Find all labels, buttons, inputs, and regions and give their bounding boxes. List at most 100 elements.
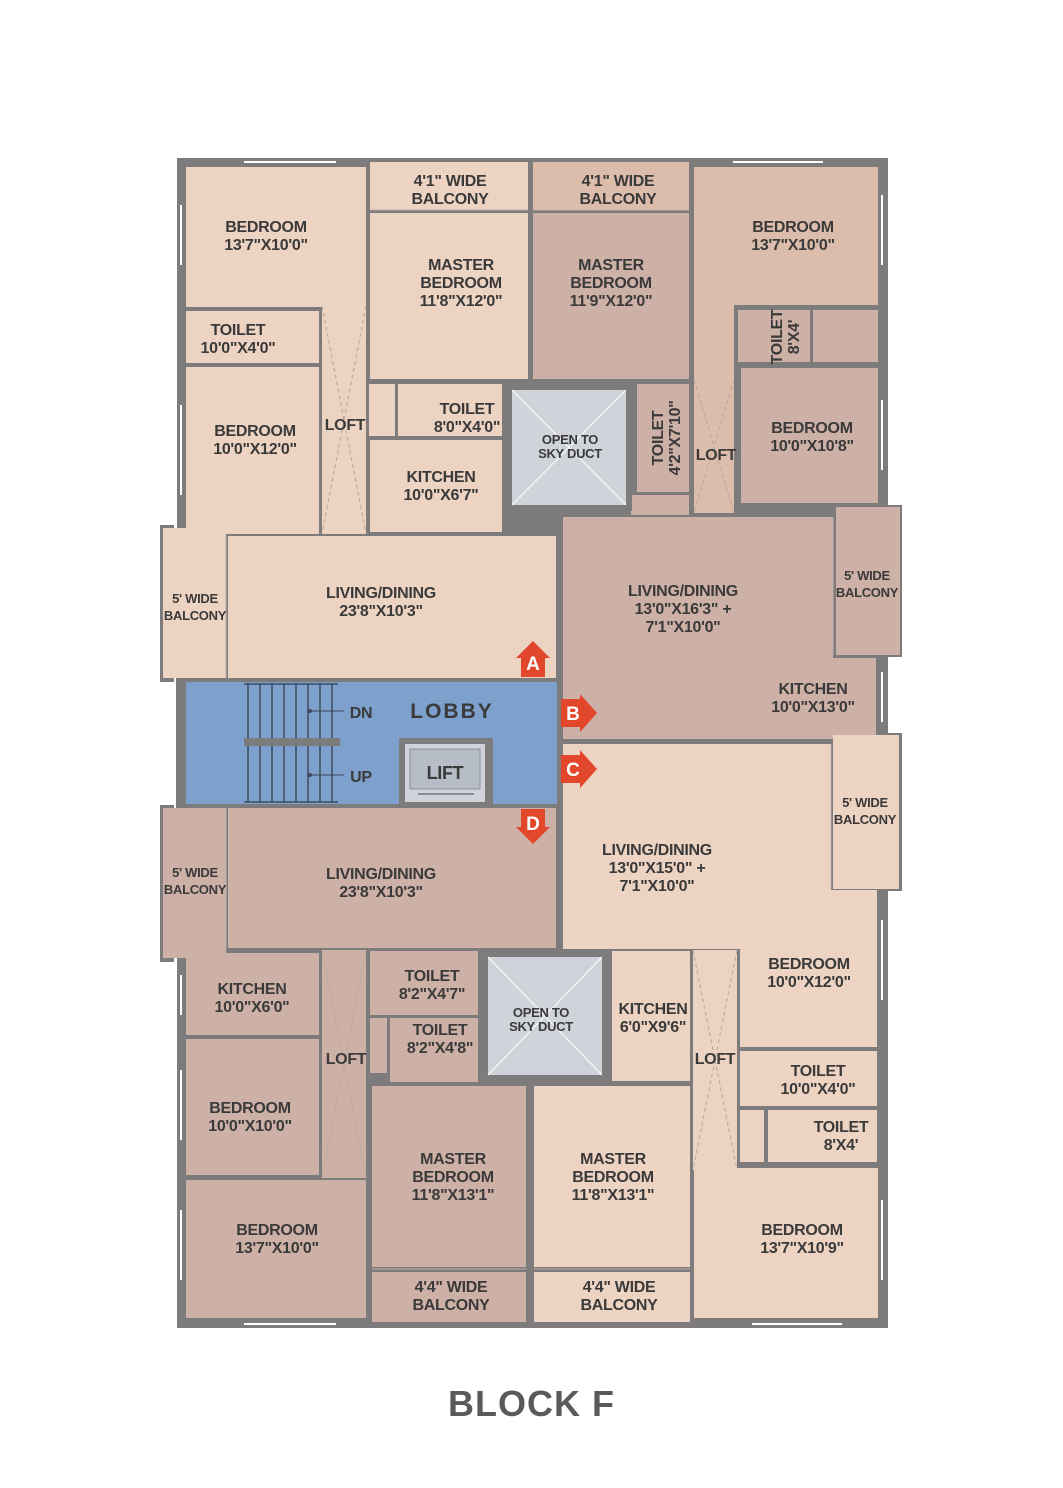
room-tl-balcony — [370, 162, 528, 210]
room-tl-bedroom — [186, 167, 366, 307]
loft-cross-lines — [321, 305, 738, 1179]
stair-up-label: UP — [350, 769, 372, 786]
room-tl-passage — [369, 384, 395, 436]
room-tr-passage — [694, 305, 734, 513]
room-bl-master — [372, 1086, 526, 1267]
room-mr-balcony-bottom — [833, 735, 899, 889]
room-label-bl-loft: LOFT — [326, 1051, 367, 1068]
room-bl-closet — [370, 1018, 387, 1073]
room-br-kitchen — [612, 951, 690, 1081]
room-tl-toilet2 — [398, 384, 502, 436]
room-br-toilet1 — [740, 1051, 877, 1106]
block-title: BLOCK F — [448, 1383, 615, 1424]
lobby-area — [176, 678, 563, 808]
lobby-label: LOBBY — [410, 700, 494, 723]
room-ml-living-bottom — [228, 808, 556, 948]
marker-a-label: A — [526, 654, 540, 675]
room-tl-kitchen — [370, 440, 502, 532]
room-tr-toilet2 — [637, 384, 689, 492]
marker-c-label: C — [566, 760, 580, 781]
room-ml-living-top — [228, 536, 556, 678]
room-br-bedroom1 — [740, 890, 877, 1047]
room-bl-bedroom2 — [186, 1180, 366, 1318]
room-bl-balcony — [372, 1272, 526, 1322]
entry-markers: A B C D — [516, 641, 597, 844]
room-tr-master — [533, 213, 689, 379]
room-tr-closet — [813, 310, 878, 362]
room-tl-toilet — [186, 311, 319, 363]
lift-label: LIFT — [427, 763, 464, 783]
marker-d-label: D — [526, 814, 540, 835]
room-bl-bedroom1 — [186, 1039, 319, 1175]
room-ml-balcony-bottom — [163, 808, 226, 958]
room-tr-bedroom — [694, 167, 878, 305]
room-tr-balcony — [533, 162, 689, 210]
room-br-toilet2 — [768, 1110, 877, 1162]
bottom-sky-duct — [481, 951, 609, 1082]
thin-partitions — [225, 209, 834, 1270]
room-mr-kitchen — [740, 658, 876, 738]
room-bl-kitchen — [186, 953, 319, 1035]
marker-a: A — [516, 641, 550, 677]
room-label-tl-loft: LOFT — [325, 417, 366, 434]
room-tr-bedroom2 — [741, 368, 878, 503]
stair-down-label: DN — [350, 705, 373, 722]
room-tr-duct-gap — [631, 495, 689, 515]
room-br-link — [480, 1082, 610, 1086]
room-br-master — [534, 1086, 690, 1267]
top-sky-duct — [506, 384, 632, 511]
room-bl-toilet1 — [370, 951, 478, 1015]
room-bl-toilet2 — [390, 1018, 478, 1082]
room-label-tr-toilet-small: TOILET8'X4' — [769, 309, 803, 364]
marker-d: D — [516, 809, 550, 844]
room-label-tr-loft: LOFT — [696, 447, 737, 464]
room-br-nook — [740, 1110, 764, 1162]
room-tl-bedroom2 — [186, 367, 319, 534]
room-mr-balcony-top — [836, 507, 900, 655]
room-tl-master — [370, 213, 528, 379]
room-label-br-loft: LOFT — [695, 1051, 736, 1068]
marker-c: C — [561, 750, 597, 788]
marker-b-label: B — [566, 704, 580, 725]
room-ml-balcony-top — [163, 528, 226, 678]
room-br-balcony — [534, 1272, 690, 1322]
room-tr-toilet-small — [738, 310, 810, 362]
